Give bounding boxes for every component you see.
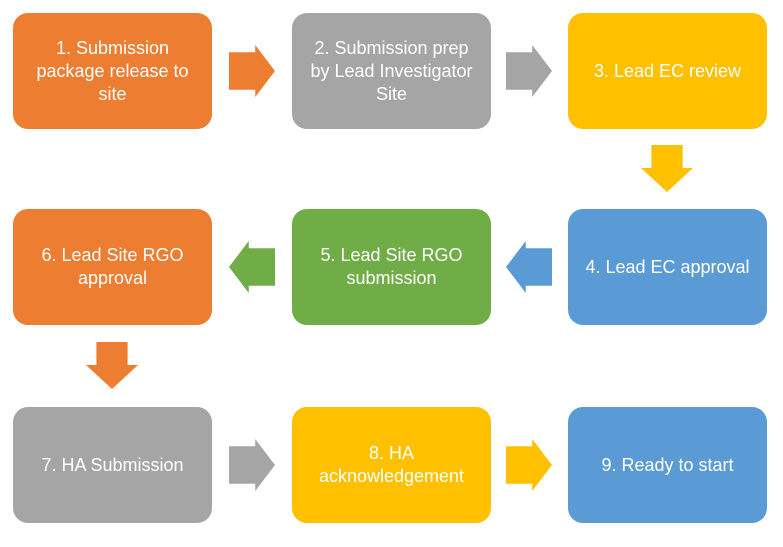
step-label-7: 7. HA Submission <box>41 454 184 475</box>
flow-arrow-1-2-right-icon <box>229 45 275 97</box>
step-label-2: 2. Submission prep by Lead Investigator … <box>310 37 473 104</box>
step-box-9: 9. Ready to start <box>568 407 767 523</box>
step-label-4: 4. Lead EC approval <box>585 256 750 277</box>
flow-arrow-5-6-left-icon <box>229 241 275 293</box>
flow-arrow-4-5-left-icon <box>506 241 552 293</box>
step-box-6: 6. Lead Site RGO approval <box>13 209 212 325</box>
step-label-3: 3. Lead EC review <box>593 60 742 81</box>
flow-arrow-3-4-down-icon <box>641 145 693 192</box>
step-label-8: 8. HA acknowledgement <box>318 443 465 486</box>
step-box-3: 3. Lead EC review <box>568 13 767 129</box>
step-box-5: 5. Lead Site RGO submission <box>292 209 491 325</box>
step-box-2: 2. Submission prep by Lead Investigator … <box>292 13 491 129</box>
step-label-6: 6. Lead Site RGO approval <box>41 245 184 288</box>
step-label-9: 9. Ready to start <box>601 454 734 475</box>
flow-arrow-6-7-down-icon <box>86 342 138 389</box>
step-box-4: 4. Lead EC approval <box>568 209 767 325</box>
flow-arrow-2-3-right-icon <box>506 45 552 97</box>
step-label-1: 1. Submission package release to site <box>36 37 189 104</box>
flow-arrow-7-8-right-icon <box>229 439 275 491</box>
step-label-5: 5. Lead Site RGO submission <box>320 245 463 288</box>
step-box-8: 8. HA acknowledgement <box>292 407 491 523</box>
step-box-1: 1. Submission package release to site <box>13 13 212 129</box>
flow-arrow-8-9-right-icon <box>506 439 552 491</box>
step-box-7: 7. HA Submission <box>13 407 212 523</box>
